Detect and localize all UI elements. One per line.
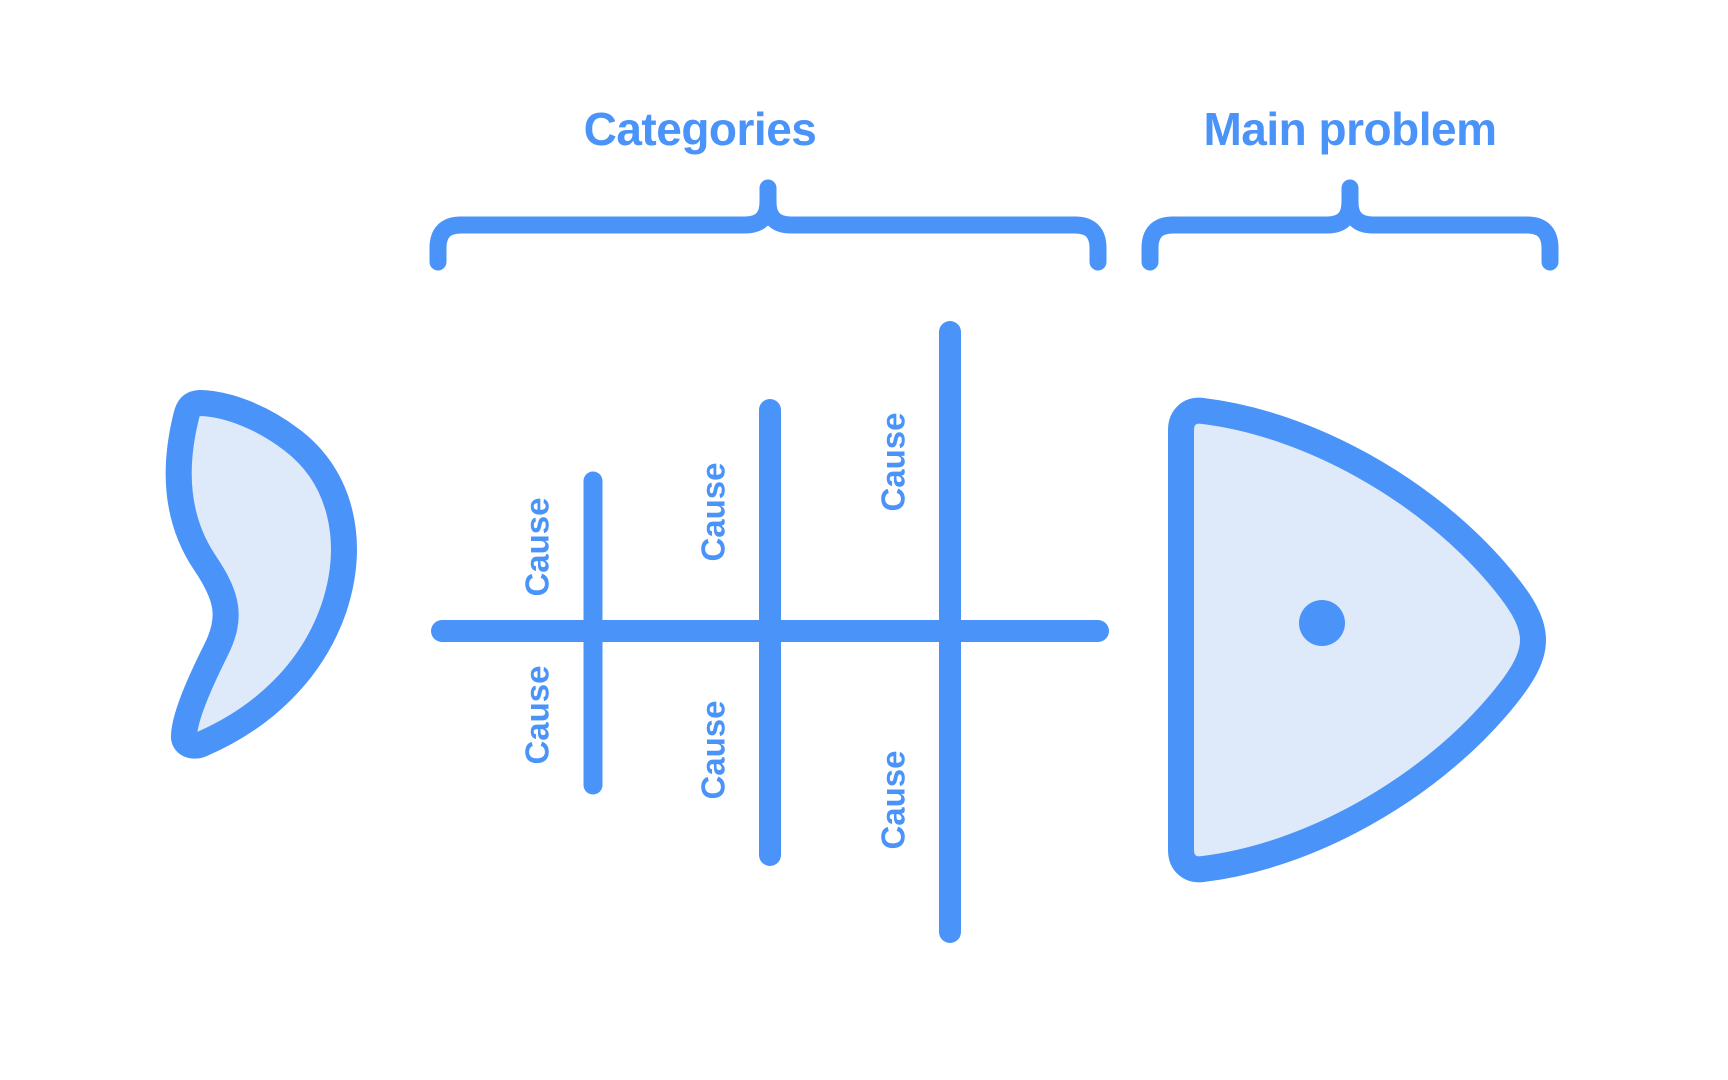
cause-label-3-upper: Cause (875, 412, 912, 511)
cause-label-2-upper: Cause (695, 462, 732, 561)
brace-main-problem-path (1141, 179, 1559, 271)
fish-eye (1299, 600, 1345, 646)
fish-head (1168, 397, 1546, 883)
cause-label-1-upper: Cause (519, 497, 556, 596)
fish-head-shape (1168, 397, 1546, 883)
fish-tail-shape (165, 390, 357, 759)
cause-label-2-lower: Cause (695, 700, 732, 799)
brace-categories-path (429, 179, 1107, 271)
brace-categories (429, 179, 1107, 271)
cause-label-3-lower: Cause (875, 750, 912, 849)
cause-label-1-lower: Cause (519, 665, 556, 764)
brace-label-categories: Categories (584, 103, 817, 155)
brace-label-main-problem: Main problem (1203, 103, 1496, 155)
brace-main-problem (1141, 179, 1559, 271)
fish-tail (165, 390, 357, 759)
